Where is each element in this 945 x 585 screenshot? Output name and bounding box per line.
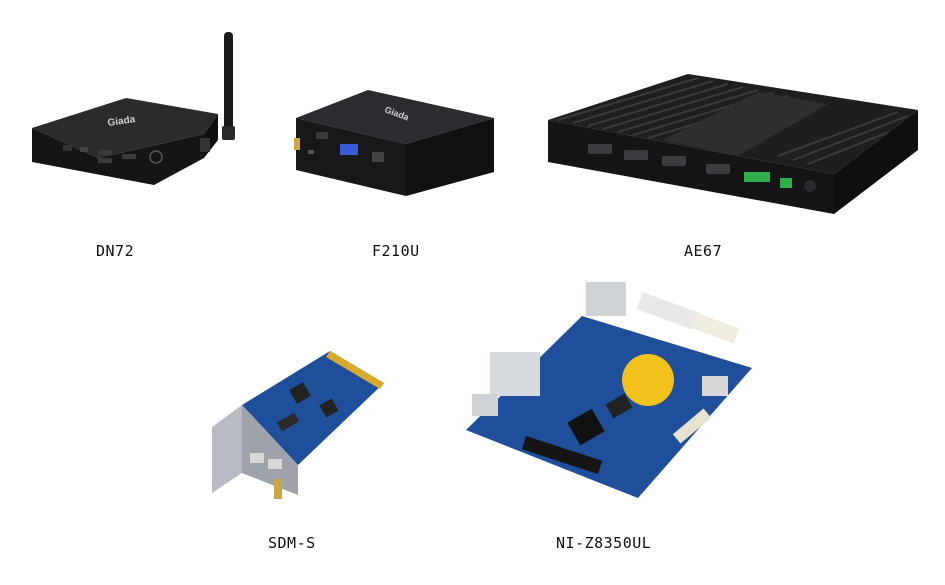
svg-text:Giada: Giada xyxy=(107,114,136,129)
product-ae67-label: AE67 xyxy=(684,242,723,260)
product-f210u-label: F210U xyxy=(372,242,420,260)
product-dn72-image: Giada xyxy=(28,30,243,190)
product-sdm-s-label: SDM-S xyxy=(268,534,316,552)
product-ae67-image xyxy=(538,70,922,215)
product-sdm-s-image xyxy=(212,345,392,510)
product-f210u-image: Giada xyxy=(288,88,498,198)
product-dn72-label: DN72 xyxy=(96,242,135,260)
product-ni-z8350ul-label: NI-Z8350UL xyxy=(556,534,652,552)
product-ni-z8350ul-image xyxy=(462,280,757,502)
